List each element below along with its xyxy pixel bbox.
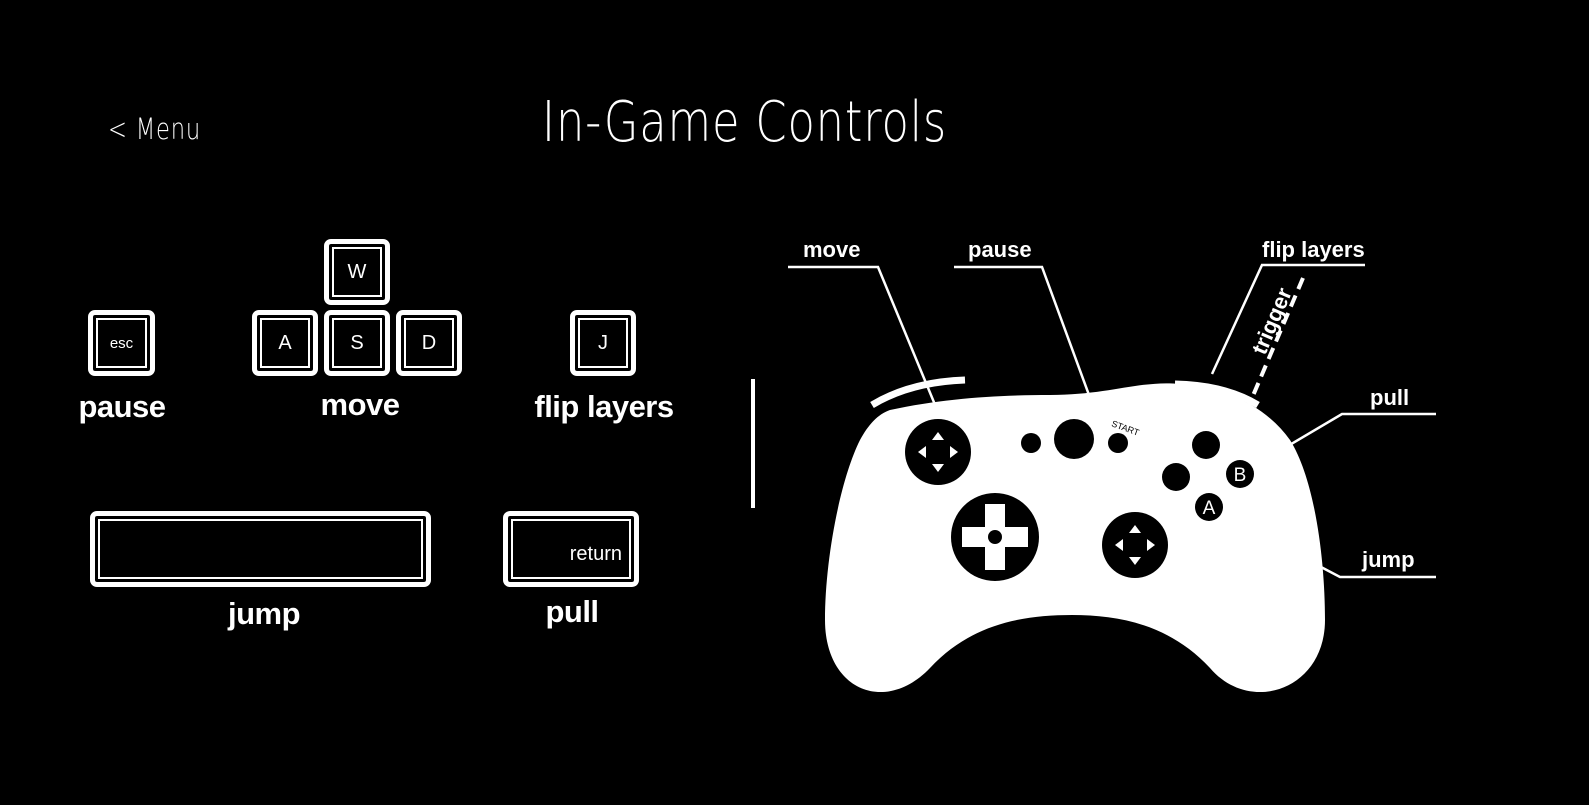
- b-button: [1226, 460, 1254, 488]
- pull-callout-label: pull: [1370, 385, 1409, 410]
- jump-callout-line: [1221, 513, 1436, 579]
- s-key: S: [324, 310, 390, 376]
- left-stick: [905, 419, 971, 485]
- a-button: [1195, 493, 1223, 521]
- pull-callout-line: [1253, 412, 1436, 468]
- flip-layers-callout-label: flip layers: [1262, 237, 1365, 262]
- pause-key-label: pause: [78, 389, 166, 424]
- d-key: D: [396, 310, 462, 376]
- left-bumper: [870, 376, 966, 409]
- esc-key: esc: [88, 310, 155, 376]
- back-button: [1021, 433, 1041, 453]
- pull-key-label: pull: [545, 594, 599, 629]
- a-key: A: [252, 310, 318, 376]
- x-button: [1162, 463, 1190, 491]
- start-button: [1108, 433, 1128, 453]
- back-to-menu-link[interactable]: < Menu: [108, 112, 201, 146]
- move-key-label: move: [320, 387, 400, 422]
- trigger-label: trigger: [1247, 284, 1297, 358]
- flip-layers-key-label: flip layers: [534, 389, 674, 424]
- section-divider: [751, 379, 755, 508]
- jump-key-label: jump: [227, 596, 301, 631]
- right-stick: [1102, 512, 1168, 578]
- flip-layers-callout-line: [1210, 263, 1365, 375]
- w-key: W: [324, 239, 390, 305]
- jump-callout-label: jump: [1361, 547, 1415, 572]
- a-button-label: A: [1203, 498, 1216, 519]
- pause-callout-line: [954, 265, 1102, 426]
- pause-callout-label: pause: [968, 237, 1032, 262]
- y-button: [1192, 431, 1220, 459]
- guide-button: [1054, 419, 1094, 459]
- page-title: In-Game Controls: [541, 90, 948, 155]
- move-callout-label: move: [803, 237, 860, 262]
- return-key: return: [503, 511, 639, 587]
- b-button-label: B: [1234, 465, 1247, 486]
- move-callout-line: [788, 265, 940, 413]
- space-key: [90, 511, 431, 587]
- j-key: J: [570, 310, 636, 376]
- trigger-dashed-line: [1233, 277, 1305, 439]
